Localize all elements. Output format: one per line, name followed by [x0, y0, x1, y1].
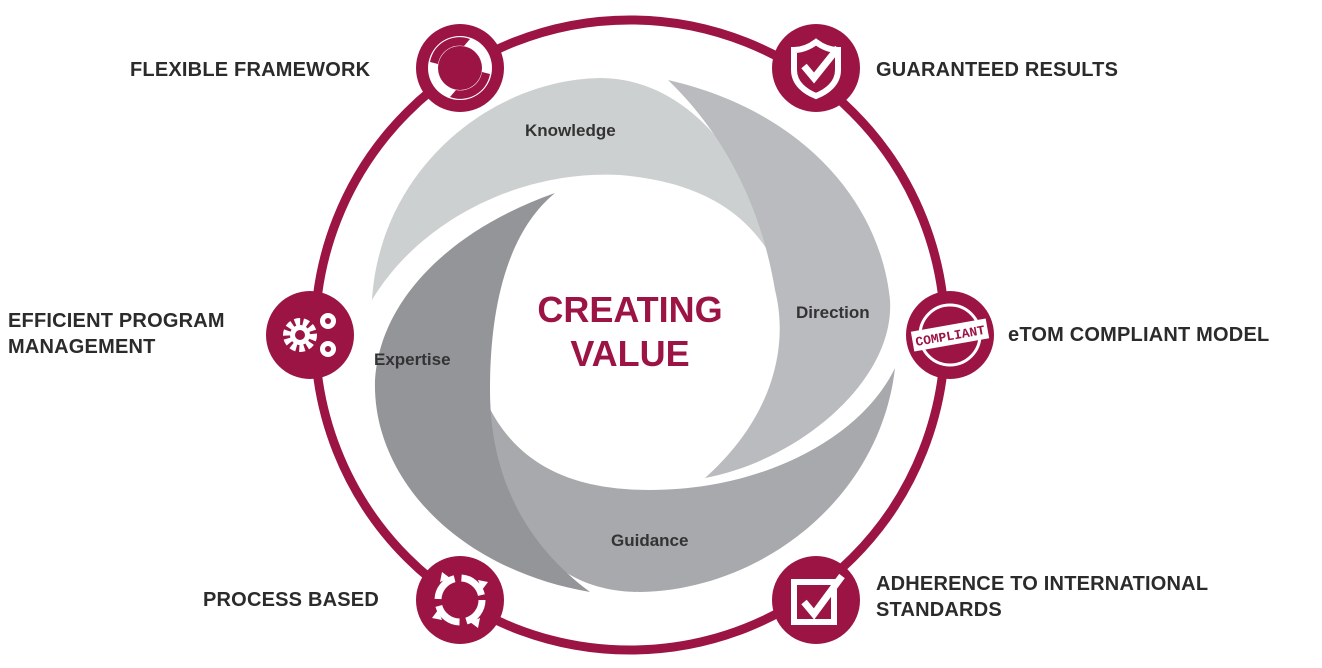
center-title-line2: VALUE — [570, 333, 690, 374]
node-label-adherence-standards: ADHERENCE TO INTERNATIONAL STANDARDS — [876, 571, 1208, 623]
node-label-line: ADHERENCE TO INTERNATIONAL — [876, 573, 1209, 595]
blade-label-knowledge: Knowledge — [525, 121, 616, 140]
node-label-etom-compliant-model: eTOM COMPLIANT MODEL — [1008, 324, 1270, 346]
blade-direction — [668, 80, 891, 478]
blade-label-expertise: Expertise — [374, 350, 451, 369]
blade-label-guidance: Guidance — [611, 531, 689, 550]
checkbox-icon — [772, 556, 860, 644]
center-title: CREATING VALUE — [500, 288, 760, 376]
node-label-line: STANDARDS — [876, 599, 1002, 621]
blade-label-direction: Direction — [796, 303, 870, 322]
node-label-line: EFFICIENT PROGRAM — [8, 310, 225, 332]
blade-knowledge — [372, 78, 772, 300]
compliant-stamp-icon: COMPLIANT — [906, 291, 994, 379]
node-label-process-based: PROCESS BASED — [203, 589, 379, 611]
node-label-efficient-program-management: EFFICIENT PROGRAM MANAGEMENT — [8, 308, 225, 360]
center-title-line1: CREATING — [537, 289, 723, 330]
cycle-arrows-icon — [416, 556, 504, 644]
node-label-line: MANAGEMENT — [8, 336, 156, 358]
node-label-guaranteed-results: GUARANTEED RESULTS — [876, 59, 1119, 81]
aperture-icon — [416, 24, 504, 112]
gears-icon — [266, 291, 354, 379]
blade-guidance — [488, 368, 895, 592]
shield-check-icon — [772, 24, 860, 112]
blade-expertise — [374, 193, 590, 592]
node-label-flexible-framework: FLEXIBLE FRAMEWORK — [130, 59, 371, 81]
